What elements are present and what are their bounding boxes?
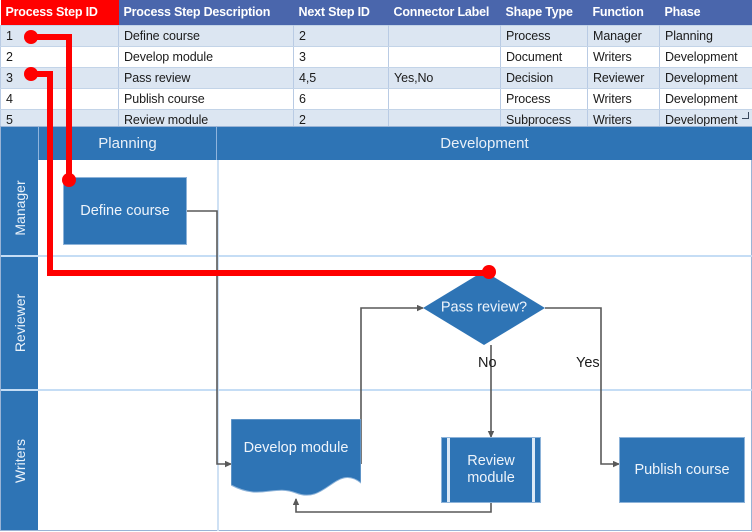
- cell-process-step-id[interactable]: 3: [1, 68, 119, 89]
- cell-description[interactable]: Develop module: [119, 47, 294, 68]
- cell-phase[interactable]: Development: [660, 89, 752, 110]
- cell-phase[interactable]: Planning: [660, 26, 752, 47]
- cell-description[interactable]: Pass review: [119, 68, 294, 89]
- column-header-phase[interactable]: Phase: [660, 0, 752, 26]
- lane-label-manager-text: Manager: [12, 180, 28, 235]
- cell-process-step-id[interactable]: 4: [1, 89, 119, 110]
- cell-description[interactable]: Publish course: [119, 89, 294, 110]
- cell-next-step-id[interactable]: 4,5: [294, 68, 389, 89]
- edge-label-no: No: [478, 355, 497, 371]
- table-row[interactable]: 2 Develop module 3 Document Writers Deve…: [1, 47, 752, 68]
- lane-label-writers-text: Writers: [12, 438, 28, 482]
- cell-connector-label[interactable]: [389, 89, 501, 110]
- column-header-shape-type[interactable]: Shape Type: [501, 0, 588, 26]
- subprocess-left-bar: [447, 438, 450, 502]
- cell-next-step-id[interactable]: 3: [294, 47, 389, 68]
- table-header-row: Process Step ID Process Step Description…: [1, 0, 752, 26]
- cell-function[interactable]: Reviewer: [588, 68, 660, 89]
- subprocess-right-bar: [532, 438, 535, 502]
- shape-publish-course-label: Publish course: [634, 462, 729, 479]
- swimlane-diagram: Planning Development Manager Reviewer Wr…: [0, 126, 752, 531]
- column-header-next-step-id[interactable]: Next Step ID: [294, 0, 389, 26]
- phase-header-development[interactable]: Development: [217, 127, 752, 160]
- cell-connector-label[interactable]: [389, 26, 501, 47]
- document-shape-icon: [231, 419, 361, 499]
- cell-phase[interactable]: Development: [660, 68, 752, 89]
- cell-description[interactable]: Define course: [119, 26, 294, 47]
- column-header-function[interactable]: Function: [588, 0, 660, 26]
- shape-develop-module-label: Develop module: [231, 440, 361, 457]
- column-header-process-step-id[interactable]: Process Step ID: [1, 0, 119, 26]
- edge-label-yes: Yes: [576, 355, 600, 371]
- shape-review-module-label: Review module: [442, 453, 540, 486]
- lane-label-reviewer[interactable]: Reviewer: [1, 257, 39, 389]
- cell-phase[interactable]: Development: [660, 47, 752, 68]
- shape-pass-review-label: Pass review?: [423, 300, 545, 317]
- cell-shape-type[interactable]: Decision: [501, 68, 588, 89]
- phase-header-planning[interactable]: Planning: [39, 127, 217, 160]
- cell-shape-type[interactable]: Process: [501, 26, 588, 47]
- shape-define-course[interactable]: Define course: [63, 177, 187, 245]
- cell-shape-type[interactable]: Document: [501, 47, 588, 68]
- lane-reviewer: Reviewer: [1, 257, 752, 391]
- cell-next-step-id[interactable]: 6: [294, 89, 389, 110]
- cell-shape-type[interactable]: Process: [501, 89, 588, 110]
- cell-function[interactable]: Writers: [588, 89, 660, 110]
- cell-next-step-id[interactable]: 2: [294, 26, 389, 47]
- shape-pass-review[interactable]: Pass review?: [423, 271, 545, 345]
- table-resize-handle[interactable]: [742, 112, 750, 120]
- lane-label-writers[interactable]: Writers: [1, 391, 39, 530]
- cell-function[interactable]: Writers: [588, 47, 660, 68]
- cell-connector-label[interactable]: Yes,No: [389, 68, 501, 89]
- table-row[interactable]: 4 Publish course 6 Process Writers Devel…: [1, 89, 752, 110]
- cell-connector-label[interactable]: [389, 47, 501, 68]
- column-header-connector-label[interactable]: Connector Label: [389, 0, 501, 26]
- cell-function[interactable]: Manager: [588, 26, 660, 47]
- table-row[interactable]: 1 Define course 2 Process Manager Planni…: [1, 26, 752, 47]
- table-row[interactable]: 3 Pass review 4,5 Yes,No Decision Review…: [1, 68, 752, 89]
- lane-label-reviewer-text: Reviewer: [12, 294, 28, 352]
- cell-process-step-id[interactable]: 1: [1, 26, 119, 47]
- phase-header-corner: [1, 127, 39, 160]
- lane-body-reviewer: [39, 257, 752, 389]
- shape-define-course-label: Define course: [80, 203, 169, 220]
- shape-publish-course[interactable]: Publish course: [619, 437, 745, 503]
- shape-develop-module[interactable]: Develop module: [231, 419, 361, 499]
- column-header-process-step-description[interactable]: Process Step Description: [119, 0, 294, 26]
- process-data-table[interactable]: Process Step ID Process Step Description…: [0, 0, 752, 132]
- shape-review-module[interactable]: Review module: [441, 437, 541, 503]
- lane-label-manager[interactable]: Manager: [1, 160, 39, 255]
- cell-process-step-id[interactable]: 2: [1, 47, 119, 68]
